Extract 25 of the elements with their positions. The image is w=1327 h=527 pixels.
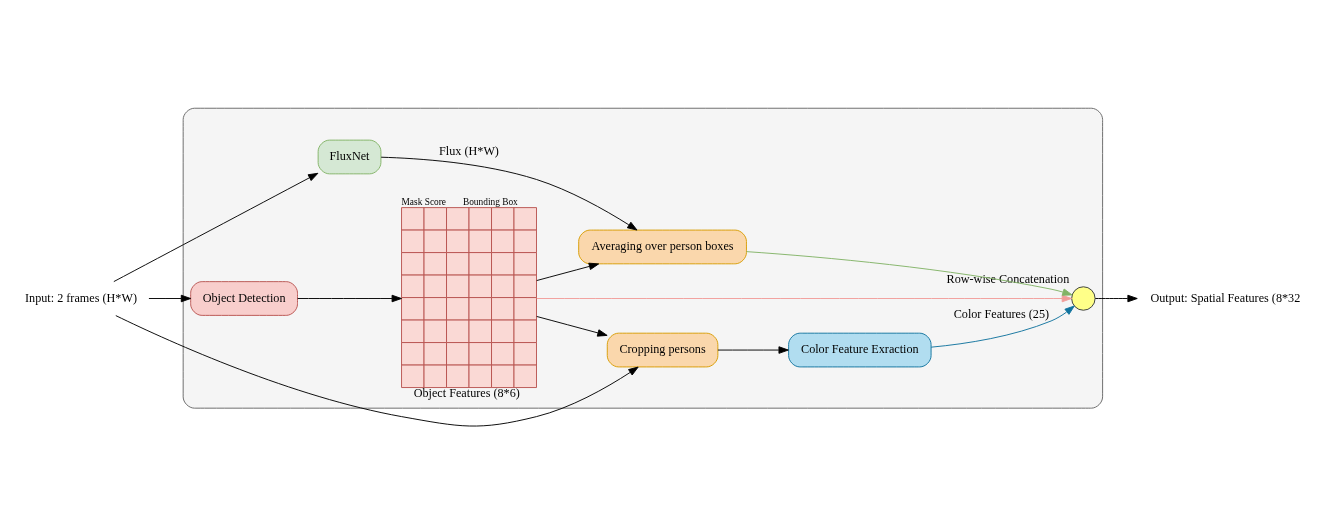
arrow [297, 294, 402, 303]
node-box: Averaging over person boxes [578, 229, 747, 265]
node-box: Object Detection [190, 281, 298, 316]
node-label: Mask Score [401, 196, 446, 207]
arrow [536, 316, 608, 337]
arrow [148, 294, 192, 303]
node-label: Row-wise Concatenation [946, 272, 1070, 287]
arrow [717, 346, 789, 354]
arrow [746, 251, 1073, 296]
edge-label: Color Features (25) [953, 306, 1050, 321]
arrow [536, 262, 600, 282]
node-label: Object Features (8*6) [413, 386, 520, 401]
arrow [536, 294, 1072, 303]
arrow [113, 172, 319, 283]
arrow [115, 315, 639, 427]
arrow [1094, 294, 1138, 303]
arrow [930, 305, 1075, 348]
node-text: Input: 2 frames (H*W) [25, 290, 137, 305]
node-circle [1071, 286, 1096, 311]
node-box: FluxNet [317, 139, 382, 175]
node-box: Cropping persons [606, 332, 719, 368]
edge-label: Flux (H*W) [439, 144, 499, 159]
node-box: Color Feature Exraction [788, 332, 932, 368]
node-text: Output: Spatial Features (8*32 [1150, 290, 1301, 305]
node-label: Bounding Box [462, 196, 518, 207]
